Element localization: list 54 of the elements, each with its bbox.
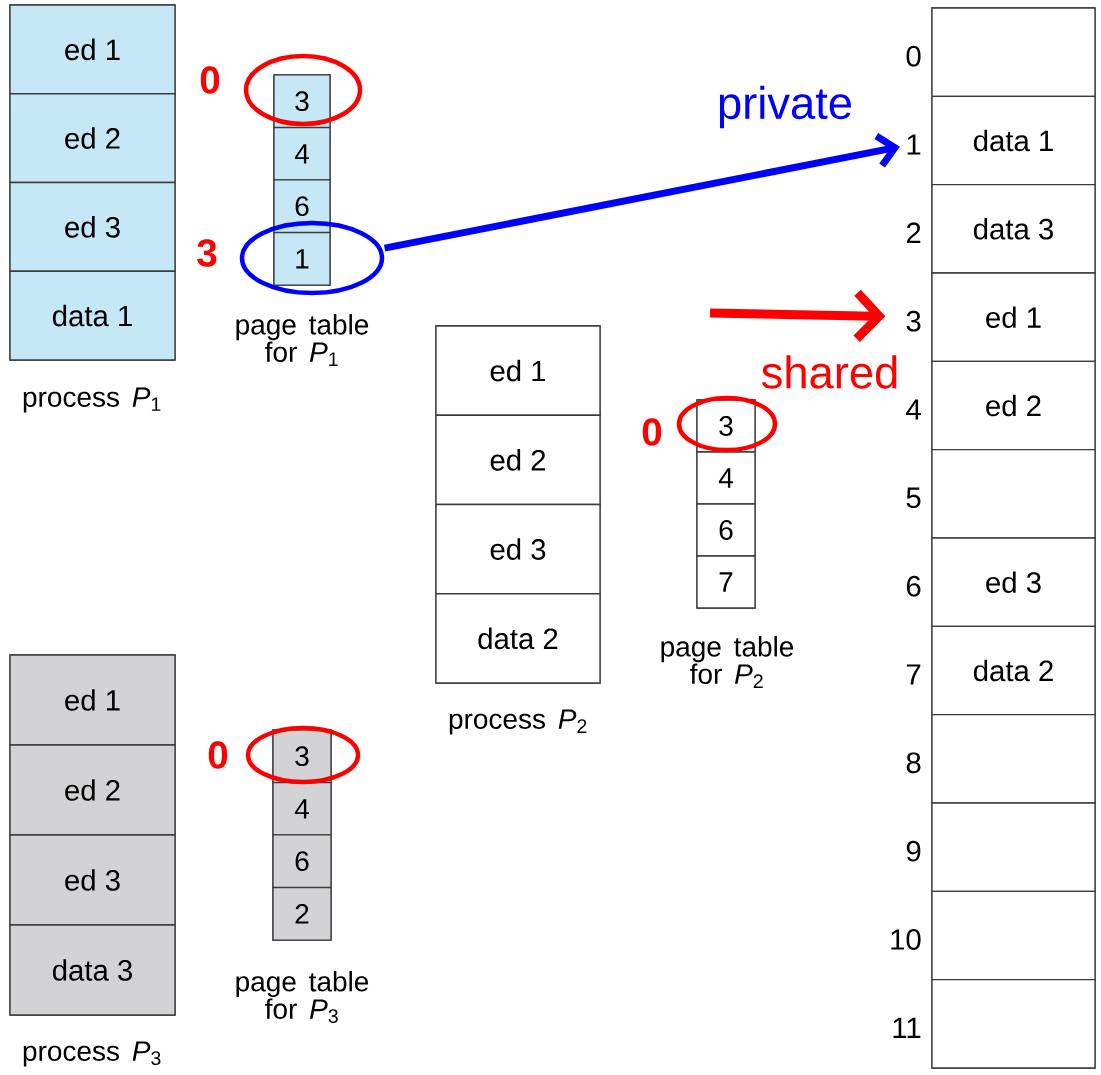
process-caption: process P$_{3}$ — [23, 1041, 161, 1067]
page-cell: data 2 — [435, 593, 601, 684]
frame-number: 8 — [906, 752, 921, 774]
page-cell: data 1 — [9, 270, 176, 361]
table-caption: page table for P$_{1}$ — [236, 314, 369, 366]
memory-frame: ed 3 — [931, 537, 1096, 628]
memory-frame: data 3 — [931, 183, 1096, 274]
page-cell: ed 3 — [435, 503, 601, 595]
table-entry: 4 — [272, 781, 332, 836]
page-cell: ed 1 — [9, 654, 176, 746]
row-index: 0 — [642, 418, 662, 446]
frame-number: 0 — [906, 45, 921, 67]
process-caption: process P$_{1}$ — [23, 387, 161, 413]
page-cell: ed 2 — [9, 93, 176, 184]
table-entry: 1 — [273, 231, 331, 286]
table-caption: page table for P$_{3}$ — [236, 971, 369, 1023]
frame-number: 3 — [906, 310, 921, 332]
frame-number: 1 — [907, 134, 921, 155]
frame-number: 7 — [906, 664, 921, 685]
table-entry: 2 — [272, 886, 332, 941]
frame-number: 9 — [906, 840, 921, 862]
page-cell: ed 1 — [435, 325, 601, 416]
memory-frame: ed 2 — [931, 360, 1096, 451]
frame-number: 10 — [891, 929, 921, 950]
table-caption: page table for P$_{2}$ — [661, 636, 794, 688]
table-entry: 7 — [696, 555, 756, 609]
table-entry: 6 — [273, 179, 331, 234]
frame-number: 2 — [906, 222, 921, 244]
row-index: 0 — [200, 66, 220, 94]
frame-number: 6 — [906, 575, 921, 597]
memory-frame: ed 1 — [931, 272, 1096, 363]
row-index: 3 — [197, 239, 217, 267]
frame-number: 5 — [906, 487, 921, 509]
edge-label: shared — [761, 355, 897, 389]
memory-frame: data 1 — [931, 95, 1096, 186]
arrow — [709, 289, 886, 342]
page-cell: ed 1 — [9, 4, 176, 95]
page-cell: ed 2 — [9, 744, 176, 836]
row-index: 0 — [208, 741, 228, 769]
table-entry: 3 — [273, 74, 331, 129]
process-caption: process P$_{2}$ — [449, 709, 587, 735]
memory-frame: data 2 — [931, 625, 1096, 716]
frame-number: 11 — [893, 1017, 921, 1038]
page-cell: data 3 — [9, 924, 176, 1016]
edge-label: private — [719, 85, 851, 129]
page-cell: ed 3 — [9, 834, 176, 926]
table-entry: 4 — [273, 126, 331, 181]
arrow — [383, 133, 900, 252]
page-cell: ed 2 — [435, 414, 601, 506]
table-entry: 4 — [696, 451, 756, 505]
table-entry: 6 — [272, 834, 332, 889]
page-cell: ed 3 — [9, 181, 176, 272]
frame-number: 4 — [906, 399, 921, 420]
table-entry: 6 — [696, 503, 756, 557]
